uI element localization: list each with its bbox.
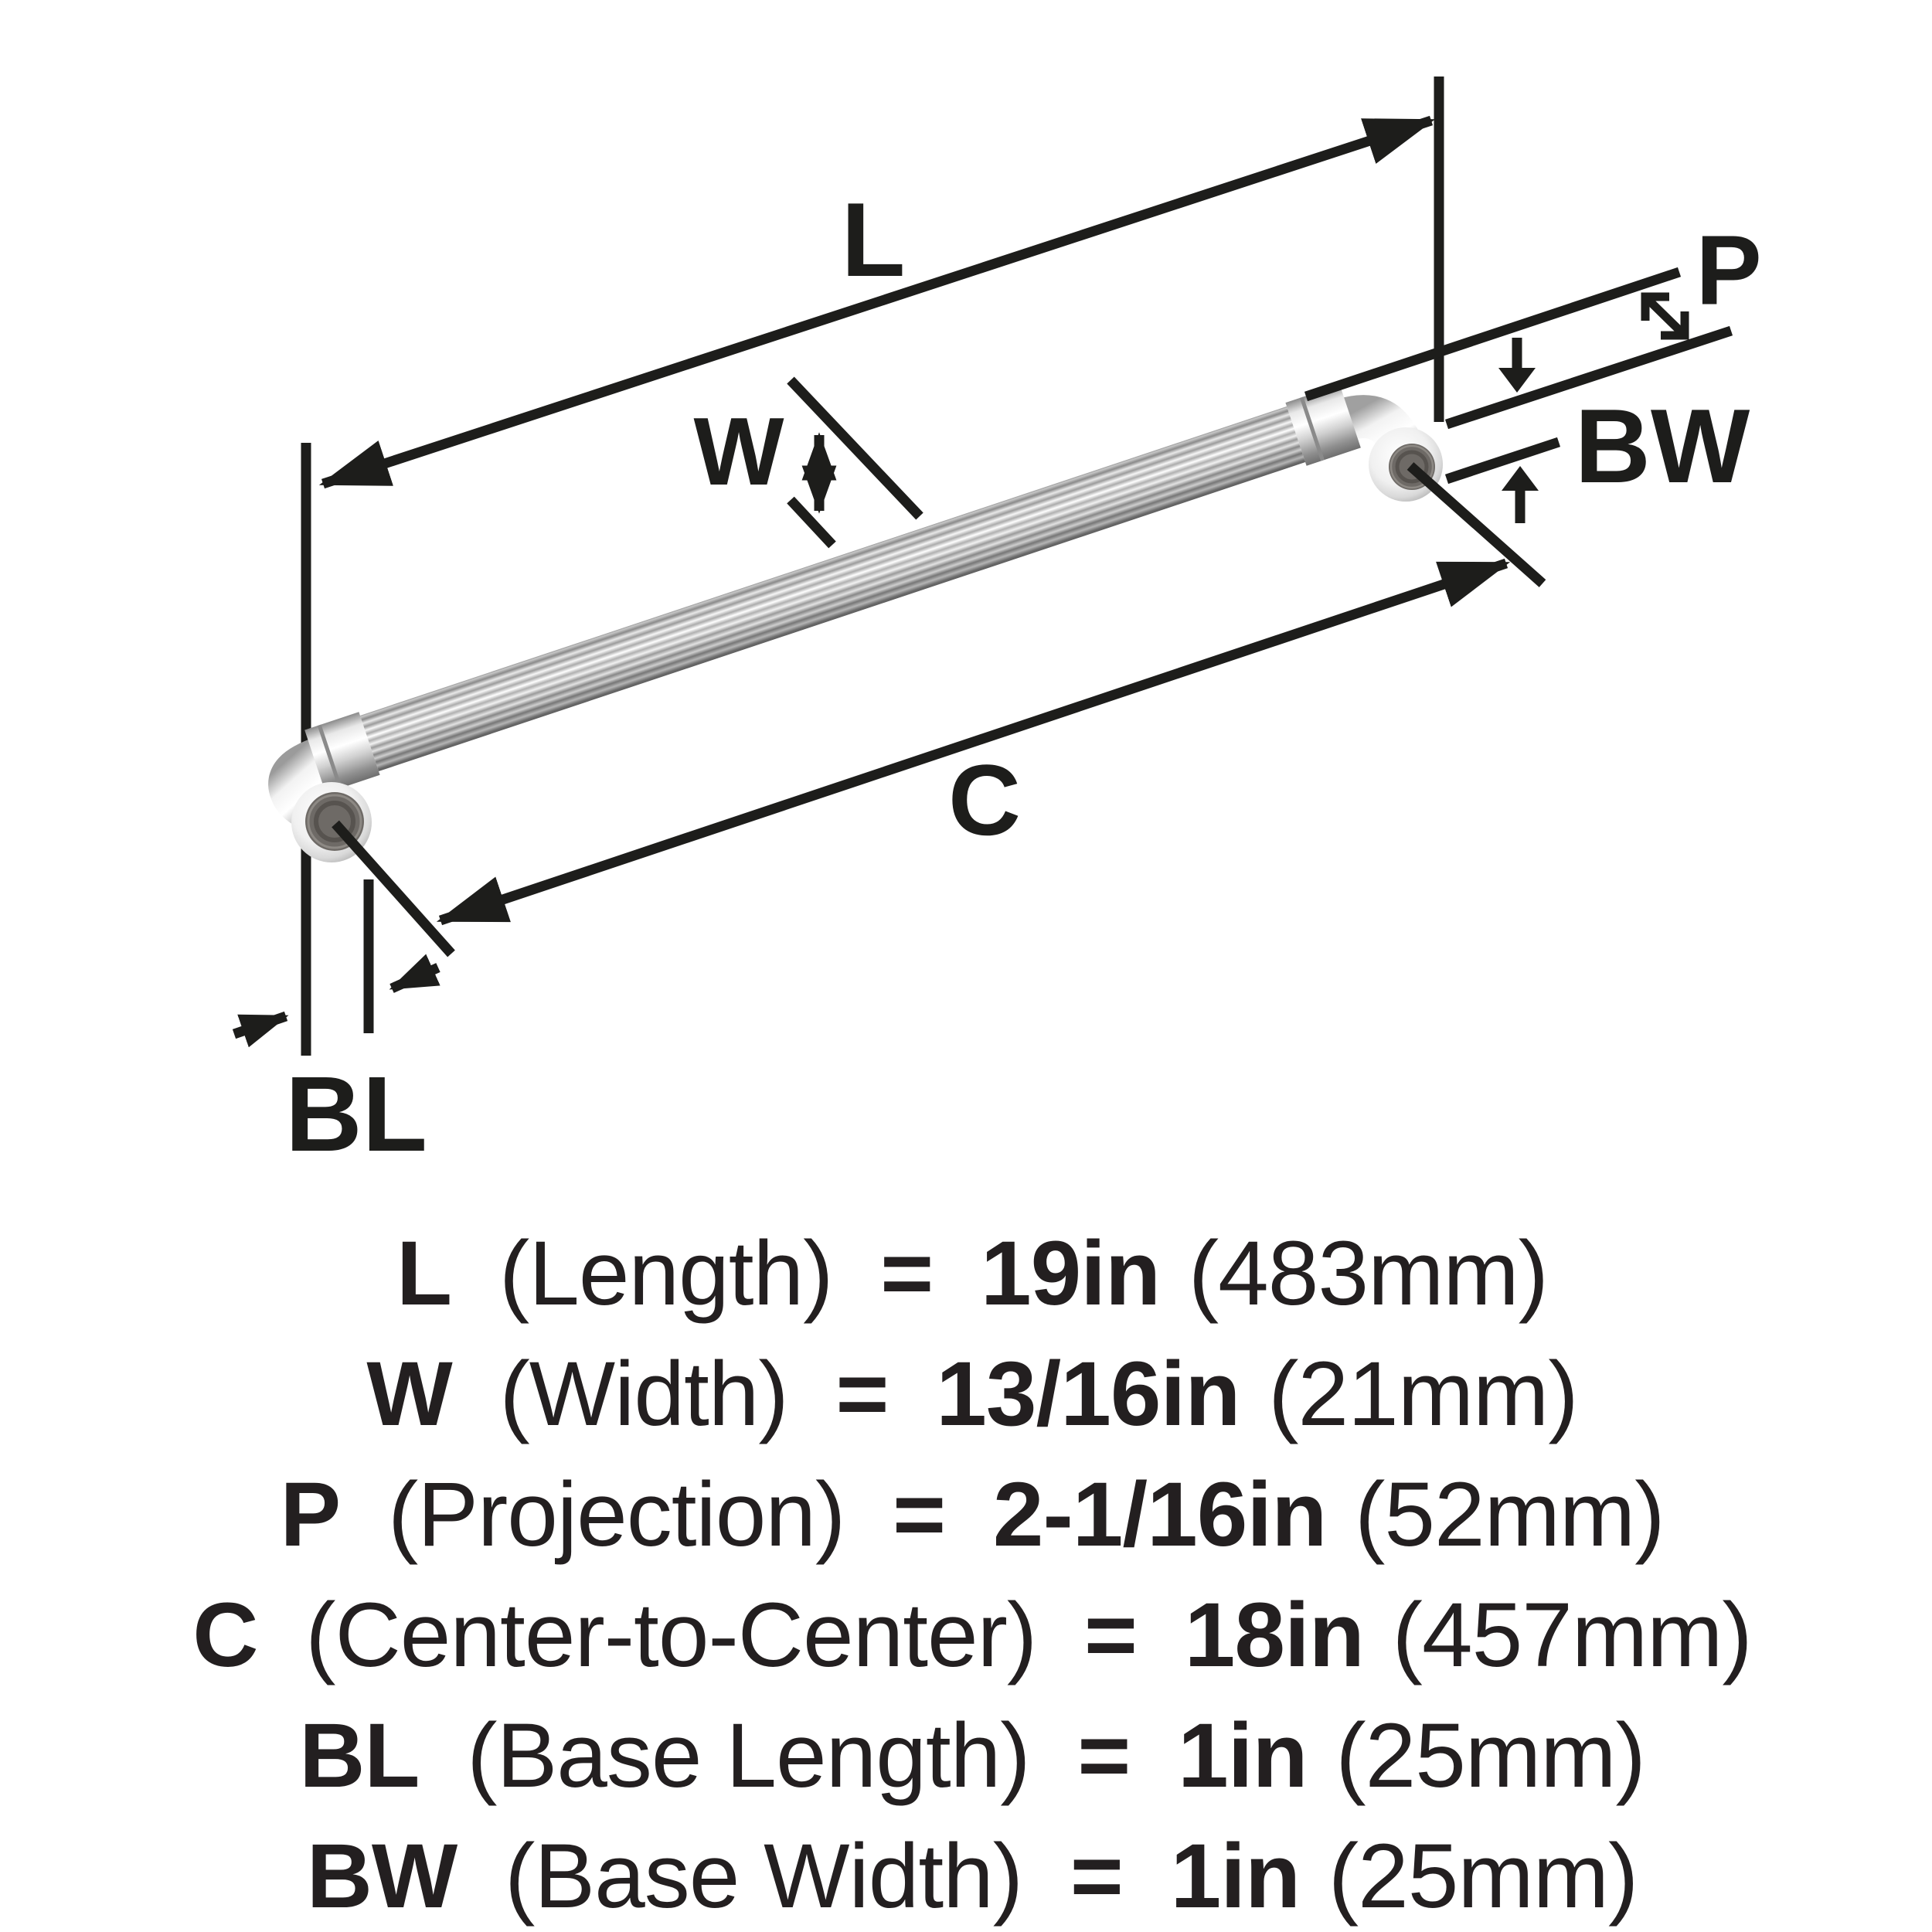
left-collar-groove: [317, 724, 342, 789]
base-width-dimension: BW: [1444, 387, 1750, 523]
equals-sign: =: [880, 1223, 933, 1325]
spec-line-L: L (Length) = 19in (483mm): [396, 1223, 1548, 1325]
left-base-cap-bevel: [307, 794, 362, 849]
center-to-center-dimension-line: [436, 558, 1511, 926]
spec-symbol: BL: [299, 1705, 419, 1807]
projection-line-lower: [1444, 325, 1733, 430]
spec-name: (Center-to-Center): [305, 1584, 1036, 1686]
left-base-centerline: [332, 820, 455, 957]
equals-sign: =: [1077, 1705, 1130, 1807]
spec-metric: (21mm): [1268, 1343, 1577, 1445]
spec-value: 19in: [981, 1223, 1160, 1325]
center-to-center-label: C: [948, 743, 1021, 856]
spec-symbol: P: [280, 1464, 340, 1566]
equals-sign: =: [836, 1343, 889, 1445]
width-dimension: W: [693, 376, 923, 549]
spec-metric: (25mm): [1328, 1825, 1638, 1927]
spec-name: (Length): [499, 1223, 833, 1325]
spec-line-BL: BL (Base Length) = 1in (25mm): [299, 1705, 1645, 1807]
down-arrow-head-icon: [1498, 368, 1536, 393]
spec-metric: (483mm): [1189, 1223, 1548, 1325]
spec-line-C: C (Center-to-Center) = 18in (457mm): [192, 1584, 1751, 1686]
spec-value: 1in: [1171, 1825, 1301, 1927]
base-length-arrow-right: [389, 954, 440, 993]
center-to-center-dimension: C: [436, 558, 1511, 926]
up-arrow-head-icon: [1502, 466, 1539, 491]
equals-sign: =: [893, 1464, 945, 1566]
length-label: L: [841, 181, 905, 298]
base-width-tick: [1444, 437, 1561, 485]
spec-symbol: W: [366, 1343, 453, 1445]
length-dimension: L: [318, 115, 1436, 489]
spec-name: (Base Width): [505, 1825, 1022, 1927]
spec-metric: (52mm): [1355, 1464, 1664, 1566]
spec-text-block: L (Length) = 19in (483mm) W (Width) = 13…: [192, 1223, 1752, 1927]
equals-sign: =: [1084, 1584, 1137, 1686]
handle-bar-group: [304, 384, 1361, 794]
spec-symbol: BW: [307, 1825, 458, 1927]
length-dimension-line: [318, 115, 1436, 489]
projection-dimension: P: [1304, 216, 1762, 430]
projection-arrow-barb-nw: [1641, 292, 1669, 321]
spec-name: (Base Length): [467, 1705, 1029, 1807]
base-length-arrow-left: [232, 1011, 289, 1048]
left-base-cap-ring: [314, 801, 355, 842]
base-length-label: BL: [285, 1055, 427, 1174]
spec-line-W: W (Width) = 13/16in (21mm): [366, 1343, 1577, 1445]
width-label: W: [693, 399, 784, 505]
spec-line-BW: BW (Base Width) = 1in (25mm): [307, 1825, 1638, 1927]
projection-label: P: [1696, 216, 1761, 326]
spec-value: 13/16in: [936, 1343, 1240, 1445]
projection-line-upper: [1304, 267, 1682, 402]
projection-arrow-barb-se: [1661, 311, 1689, 340]
spec-metric: (457mm): [1393, 1584, 1752, 1686]
spec-value: 1in: [1178, 1705, 1308, 1807]
base-width-label: BW: [1575, 387, 1750, 505]
spec-symbol: L: [396, 1223, 451, 1325]
equals-sign: =: [1070, 1825, 1123, 1927]
spec-value: 18in: [1185, 1584, 1364, 1686]
base-length-dimension: BL: [232, 954, 440, 1174]
spec-metric: (25mm): [1335, 1705, 1645, 1807]
spec-name: (Projection): [388, 1464, 845, 1566]
width-tick-upper: [787, 376, 923, 520]
width-tick-lower: [787, 496, 836, 549]
spec-value: 2-1/16in: [993, 1464, 1326, 1566]
fluted-bar: [359, 406, 1306, 772]
projection-double-arrow-shaft: [1645, 297, 1685, 336]
spec-line-P: P (Projection) = 2-1/16in (52mm): [280, 1464, 1664, 1566]
spec-symbol: C: [192, 1584, 257, 1686]
spec-name: (Width): [500, 1343, 788, 1445]
